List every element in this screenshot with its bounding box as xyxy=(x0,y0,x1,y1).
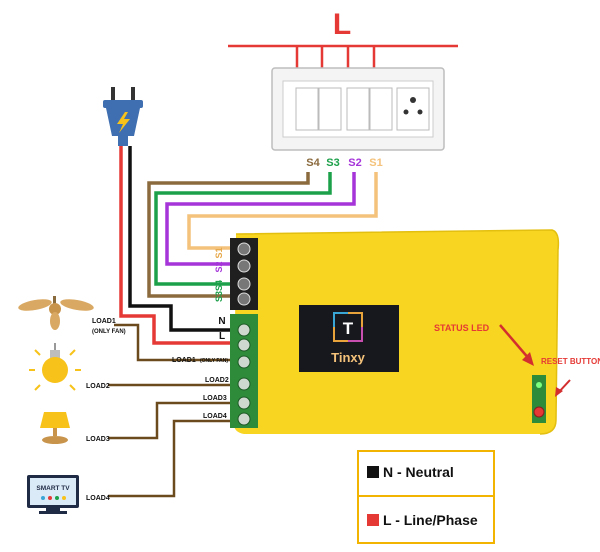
reset-arrowhead xyxy=(555,387,563,397)
terminal-screw-s4 xyxy=(237,292,251,306)
load1-label: LOAD1 xyxy=(92,318,116,325)
wire-load4 xyxy=(108,419,230,498)
load2-label: LOAD2 xyxy=(86,383,110,390)
terminal-label-load4: LOAD4 xyxy=(203,413,227,420)
tinxy-logo: T Tinxy xyxy=(299,305,399,372)
terminal-screw-load4 xyxy=(237,412,251,426)
reset-button[interactable] xyxy=(533,406,545,418)
line-swatch xyxy=(367,514,379,526)
bulb-icon xyxy=(29,343,81,391)
wire-phase xyxy=(119,146,230,345)
brand-name: Tinxy xyxy=(331,350,365,365)
terminal-screw-n xyxy=(237,323,251,337)
terminal-screw-s2 xyxy=(237,259,251,273)
terminal-screw-l xyxy=(237,338,251,352)
wire-s2 xyxy=(165,172,356,266)
neutral-swatch xyxy=(367,466,379,478)
wire-s3 xyxy=(154,172,332,286)
phase-bus xyxy=(228,44,458,68)
switch-label-s1: S1 xyxy=(369,157,382,169)
terminal-screw-load2 xyxy=(237,377,251,391)
load4-label: LOAD4 xyxy=(86,495,110,502)
switch-label-s3: S3 xyxy=(326,157,339,169)
terminal-screw-load3 xyxy=(237,396,251,410)
legend-line-label: L - Line/Phase xyxy=(383,512,478,528)
switch-label-s2: S2 xyxy=(348,157,361,169)
terminal-block-switches xyxy=(230,238,258,310)
terminal-screw-load1 xyxy=(237,355,251,369)
smart-tv-label: SMART TV xyxy=(36,485,70,492)
wire-load1 xyxy=(114,323,230,362)
lamp-icon xyxy=(40,412,70,444)
load1-note: (ONLY FAN) xyxy=(92,329,126,335)
fan-icon xyxy=(18,296,94,330)
terminal-label-s3s4: S3S4 xyxy=(214,280,224,302)
smart-tv-icon: SMART TV xyxy=(27,475,79,514)
phase-label: L xyxy=(333,8,351,41)
terminal-label-load1-note: (ONLY FAN) xyxy=(200,358,228,364)
wire-neutral xyxy=(128,146,230,332)
terminal-screw-s3 xyxy=(237,277,251,291)
legend: N - Neutral L - Line/Phase xyxy=(357,450,495,544)
terminal-screw-s1 xyxy=(237,242,251,256)
legend-neutral: N - Neutral xyxy=(367,464,454,480)
legend-neutral-label: N - Neutral xyxy=(383,464,454,480)
plug-icon xyxy=(103,87,143,146)
switch-s4[interactable] xyxy=(295,87,319,131)
switch-s1[interactable] xyxy=(369,87,393,131)
wire-s4 xyxy=(147,172,310,298)
terminal-label-s2: S2 xyxy=(214,261,224,272)
status-led-label: STATUS LED xyxy=(434,323,490,333)
terminal-label-s1: S1 xyxy=(214,247,224,258)
status-led-arrow xyxy=(499,324,531,361)
socket-icon xyxy=(396,87,430,131)
switch-board xyxy=(271,67,445,151)
status-led-arrowhead xyxy=(522,352,534,366)
terminal-label-load3: LOAD3 xyxy=(203,395,227,402)
load3-label: LOAD3 xyxy=(86,436,110,443)
terminal-label-load2: LOAD2 xyxy=(205,377,229,384)
switch-label-s4: S4 xyxy=(306,157,320,169)
switch-s3[interactable] xyxy=(318,87,342,131)
switch-s2[interactable] xyxy=(346,87,370,131)
wire-s1 xyxy=(187,172,378,250)
legend-divider xyxy=(359,495,493,497)
reset-button-label: RESET BUTTON xyxy=(541,357,600,366)
logo-letter: T xyxy=(343,319,354,338)
legend-line: L - Line/Phase xyxy=(367,512,478,528)
wire-load3 xyxy=(108,401,230,440)
terminal-label-n: N xyxy=(218,316,225,327)
terminal-label-load1: LOAD1 xyxy=(172,357,196,364)
terminal-label-l: L xyxy=(219,331,225,342)
status-led xyxy=(536,382,542,388)
terminal-block-supply-loads xyxy=(230,314,258,428)
